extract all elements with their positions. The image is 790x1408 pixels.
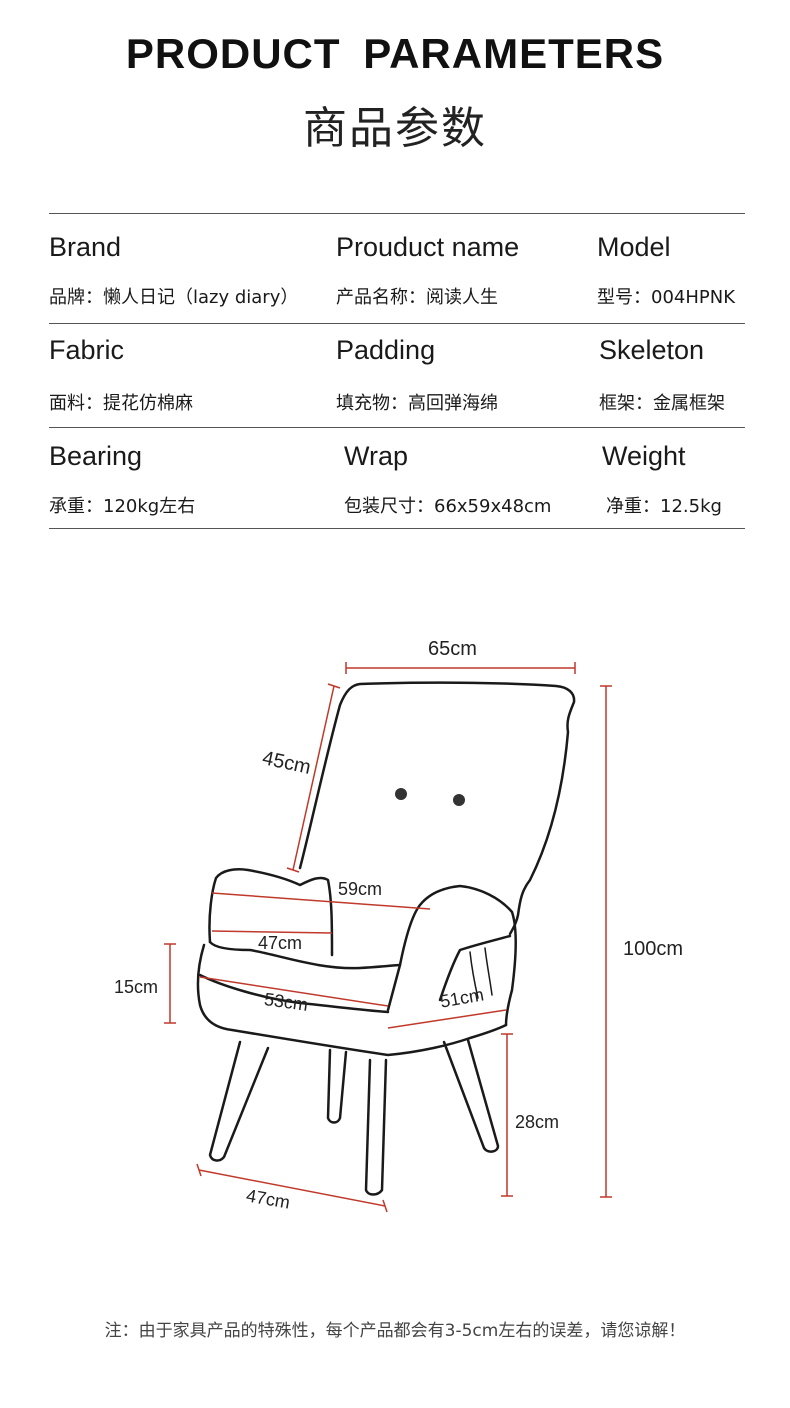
- dim-label-top-width: 65cm: [428, 638, 477, 660]
- chair-base-outline: [196, 943, 508, 1057]
- param-value-brand: 品牌：懒人日记（lazy diary）: [49, 287, 299, 308]
- table-divider: [49, 213, 745, 214]
- chair-leg-front-left: [208, 1040, 270, 1162]
- param-value-fabric: 面料：提花仿棉麻: [49, 393, 193, 414]
- dim-label-inner-width: 47cm: [258, 933, 303, 953]
- dim-line-base-width: [198, 1169, 386, 1207]
- chair-seat-outline: [208, 940, 402, 1012]
- param-label-product-name: Prouduct name: [336, 232, 520, 262]
- param-label-bearing: Bearing: [49, 441, 143, 471]
- param-label-model: Model: [597, 232, 671, 262]
- param-label-padding: Padding: [336, 335, 436, 365]
- chair-pocket-outline: [438, 934, 512, 1002]
- param-value-bearing: 承重：120kg左右: [49, 496, 196, 517]
- dim-label-arm-height: 15cm: [114, 977, 159, 997]
- param-value-padding: 填充物：高回弹海绵: [336, 393, 498, 414]
- table-divider: [49, 427, 745, 428]
- param-value-weight: 净重：12.5kg: [606, 496, 722, 517]
- dim-line-arm-width: [211, 892, 431, 910]
- table-divider: [49, 323, 745, 324]
- table-divider: [49, 528, 745, 529]
- title-english: PRODUCT PARAMETERS: [125, 30, 665, 77]
- dim-line-seat-depth: [387, 1009, 507, 1029]
- footer-note: 注：由于家具产品的特殊性，每个产品都会有3-5cm左右的误差，请您谅解！: [104, 1321, 686, 1341]
- dim-line-seat-width: [199, 976, 389, 1007]
- param-value-model: 型号：004HPNK: [597, 287, 736, 308]
- chair-left-arm-outline: [208, 868, 334, 957]
- dim-line-inner-width: [211, 930, 333, 934]
- param-value-skeleton: 框架：金属框架: [599, 393, 725, 414]
- chair-button-right: [453, 794, 465, 806]
- chair-leg-back-left: [326, 1048, 348, 1124]
- dim-label-leg-height: 28cm: [515, 1112, 560, 1132]
- param-label-skeleton: Skeleton: [599, 335, 705, 365]
- dim-label-total-height: 100cm: [623, 938, 684, 960]
- param-value-product-name: 产品名称：阅读人生: [336, 287, 498, 308]
- chair-leg-front-right: [364, 1058, 388, 1196]
- chair-back-outline: [298, 681, 576, 936]
- dim-line-back-height: [292, 685, 335, 871]
- param-label-brand: Brand: [49, 232, 122, 262]
- param-label-wrap: Wrap: [344, 441, 409, 471]
- chair-button-left: [395, 788, 407, 800]
- dim-label-arm-width: 59cm: [338, 879, 383, 899]
- param-label-fabric: Fabric: [49, 335, 125, 365]
- param-label-weight: Weight: [602, 441, 686, 471]
- chair-right-arm-outline: [398, 884, 518, 1027]
- param-value-wrap: 包装尺寸：66x59x48cm: [344, 496, 552, 517]
- chair-leg-back-right: [442, 1038, 500, 1153]
- chair-seat-front-line: [198, 973, 390, 1014]
- title-chinese: 商品参数: [303, 103, 487, 154]
